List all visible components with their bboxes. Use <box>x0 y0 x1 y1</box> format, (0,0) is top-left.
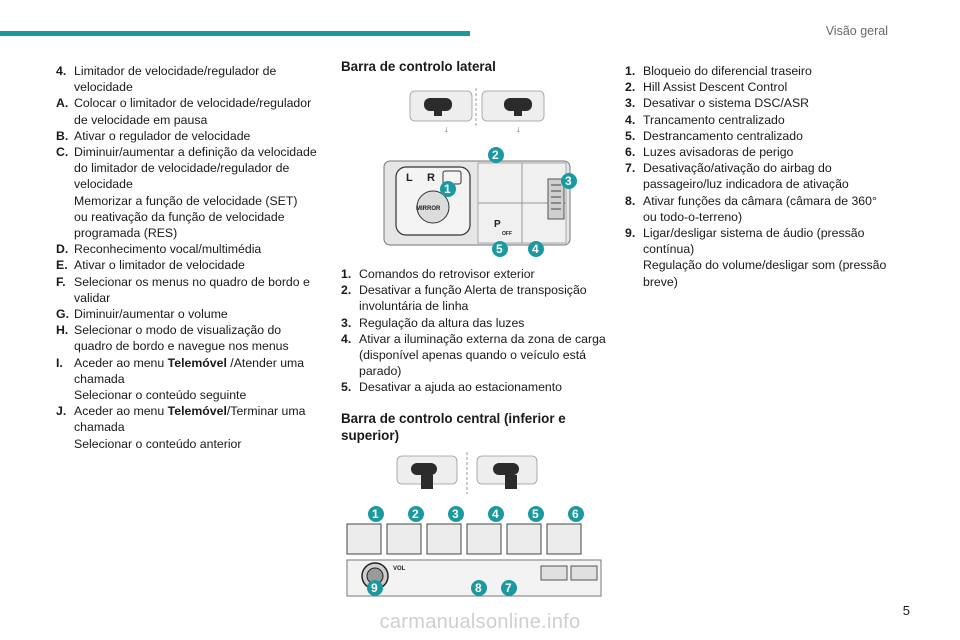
callout-badge-2: 2 <box>488 147 504 163</box>
section-title: Visão geral <box>825 24 888 38</box>
list-item: 4. Trancamento centralizado <box>625 112 785 127</box>
mirror-right-label: R <box>427 172 435 184</box>
list-item: D. Reconhecimento vocal/multimédia <box>56 241 326 257</box>
item-text: Reconhecimento vocal/multimédia <box>74 242 262 257</box>
mirror-label: MIRROR <box>416 206 441 212</box>
callout-badge-7: 7 <box>501 579 517 596</box>
item-key: I. <box>56 355 63 370</box>
svg-text:8: 8 <box>475 581 482 595</box>
button-row <box>346 523 582 555</box>
section-heading-side-bar: Barra de controlo lateral <box>341 59 496 74</box>
svg-text:2: 2 <box>492 148 499 162</box>
item-text: Ativar o limitador de velocidade <box>74 258 245 273</box>
svg-text:7: 7 <box>505 581 512 595</box>
item-text: Diminuir/aumentar o volume <box>74 307 228 322</box>
item-key: B. <box>56 128 69 143</box>
list-item: 5. Desativar a ajuda ao estacionamento <box>341 380 563 395</box>
item-text: Selecionar os menus no quadro de bordo e… <box>74 274 310 305</box>
callout-badge-5: 5 <box>492 241 508 257</box>
list-item: G. Diminuir/aumentar o volume <box>56 306 326 322</box>
list-item: 2. Hill Assist Descent Control <box>625 80 788 95</box>
item-key: D. <box>56 242 69 257</box>
side-control-bar-figure: ↓ ↓ L R MIRROR P OFF 1 2 3 4 5 <box>383 88 577 257</box>
callout-badge-1: 1 <box>440 181 456 197</box>
steering-wheel-icon: ↓ ↓ <box>409 88 545 134</box>
list-item: 1. Comandos do retrovisor exterior <box>341 267 535 281</box>
callout-badge-5: 5 <box>528 505 544 522</box>
svg-text:4: 4 <box>532 242 539 256</box>
svg-text:4: 4 <box>492 507 499 521</box>
item-key: H. <box>56 323 69 338</box>
steering-wheel-icon <box>396 451 538 494</box>
callout-badge-3: 3 <box>561 173 577 189</box>
svg-text:3: 3 <box>452 507 459 521</box>
list-item: F. Selecionar os menus no quadro de bord… <box>56 274 326 306</box>
parking-off-label: OFF <box>502 231 512 237</box>
svg-text:1: 1 <box>444 182 451 196</box>
item-key: G. <box>56 307 69 322</box>
item-text: Colocar o limitador de velocidade/regula… <box>74 96 312 127</box>
section-heading-central-bar: Barra de controlo central (inferior e su… <box>341 410 566 443</box>
svg-text:6: 6 <box>572 507 579 521</box>
item-key: A. <box>56 96 69 111</box>
callout-badge-6: 6 <box>568 505 584 522</box>
list-item: 9. Ligar/desligar sistema de áudio (pres… <box>625 226 887 289</box>
list-item: B. Ativar o regulador de velocidade <box>56 128 326 144</box>
column-right: 1. Bloqueio do diferencial traseiro 2. H… <box>625 63 895 290</box>
list-item: 3. Regulação da altura das luzes <box>341 315 525 330</box>
callout-badge-9: 9 <box>367 579 383 596</box>
list-item: J. Aceder ao menu Telemóvel/Terminar uma… <box>56 403 326 452</box>
svg-text:2: 2 <box>412 507 419 521</box>
callout-badge-1: 1 <box>368 505 384 522</box>
watermark: carmanualsonline.info <box>379 611 581 633</box>
svg-text:↓: ↓ <box>516 124 521 134</box>
svg-text:1: 1 <box>372 507 379 521</box>
item-key: E. <box>56 258 68 273</box>
item-key: F. <box>56 274 66 289</box>
item-key: 4. <box>56 64 67 78</box>
column-middle: Barra de controlo lateral ↓ ↓ L R MIRROR… <box>341 58 609 600</box>
svg-text:5: 5 <box>532 507 539 521</box>
header-accent-bar <box>0 31 470 36</box>
callout-badge-2: 2 <box>408 505 424 522</box>
list-item: I. Aceder ao menu Telemóvel /Atender uma… <box>56 355 326 404</box>
callout-badge-4: 4 <box>488 505 504 522</box>
list-item: 1. Bloqueio do diferencial traseiro <box>625 64 812 78</box>
list-item: 3. Desativar o sistema DSC/ASR <box>625 96 810 111</box>
item-text: Diminuir/aumentar a definição da velocid… <box>74 145 317 241</box>
central-control-bar-figure: VOL 1 2 3 4 5 6 7 8 9 <box>346 451 602 597</box>
list-item: 2. Desativar a função Alerta de transpos… <box>341 283 587 314</box>
svg-text:↓: ↓ <box>444 124 449 134</box>
page-number: 5 <box>902 603 910 618</box>
item-key: J. <box>56 404 67 419</box>
list-item: 8. Ativar funções da câmara (câmara de 3… <box>625 193 877 224</box>
parking-label: P <box>494 219 501 230</box>
mirror-left-label: L <box>406 172 413 184</box>
callout-badge-4: 4 <box>528 241 544 257</box>
item-text: Ativar o regulador de velocidade <box>74 128 251 143</box>
svg-text:3: 3 <box>565 174 572 188</box>
item-key: C. <box>56 145 69 160</box>
svg-text:9: 9 <box>371 581 378 595</box>
svg-text:5: 5 <box>496 242 503 256</box>
list-item: 4. Ativar a iluminação externa da zona d… <box>341 331 606 379</box>
list-item: E. Ativar o limitador de velocidade <box>56 257 326 273</box>
list-item: 6. Luzes avisadoras de perigo <box>625 145 794 160</box>
list-item: A. Colocar o limitador de velocidade/reg… <box>56 95 326 127</box>
volume-label: VOL <box>393 566 406 572</box>
callout-badge-3: 3 <box>448 505 464 522</box>
list-item: C. Diminuir/aumentar a definição da velo… <box>56 144 326 241</box>
list-item: 5. Destrancamento centralizado <box>625 128 803 143</box>
callout-badge-8: 8 <box>471 579 487 596</box>
